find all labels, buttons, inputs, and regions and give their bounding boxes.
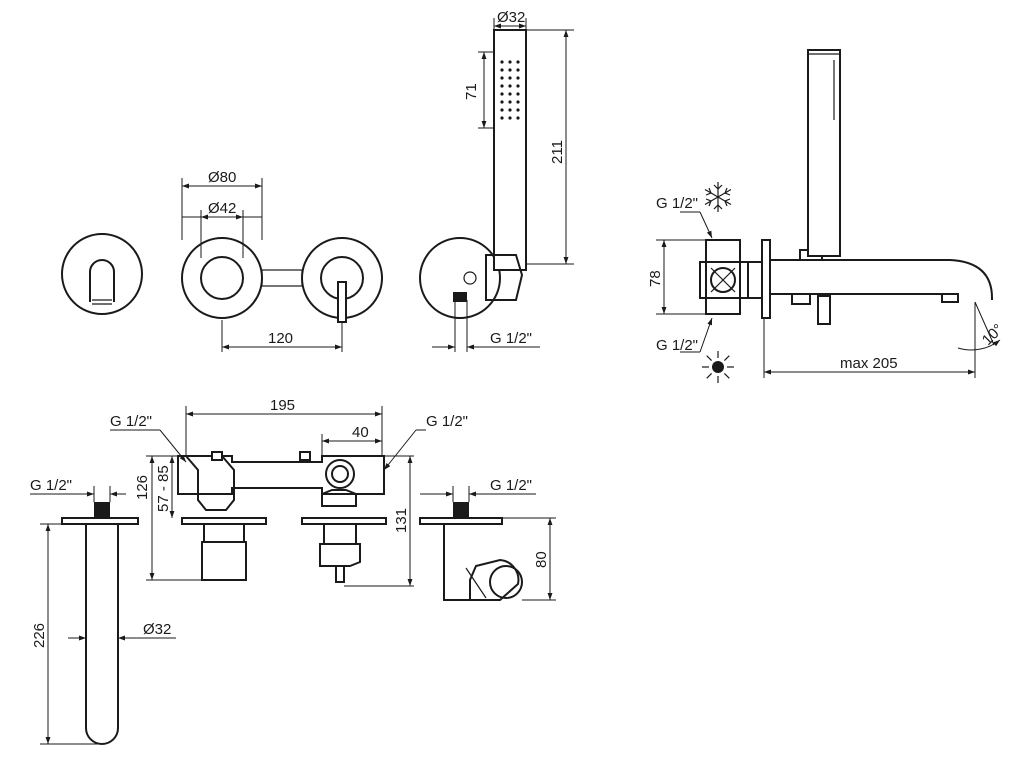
side-dimensions [656, 211, 1001, 378]
dim-thread-spout: G 1/2" [30, 477, 72, 494]
dim-side-height: 78 [647, 270, 664, 287]
dim-side-thread-top: G 1/2" [656, 195, 698, 212]
snowflake-icon [704, 182, 732, 212]
dim-depth-total: 126 [134, 475, 151, 500]
dim-rosette-outer: Ø80 [208, 169, 236, 186]
dim-spout-length: 226 [31, 623, 48, 648]
dim-side-thread-bottom: G 1/2" [656, 337, 698, 354]
concealed-body [699, 239, 771, 319]
diverter-rosette [301, 237, 383, 323]
spout-side [770, 249, 993, 325]
holder-plan [419, 502, 523, 601]
holder-rosette [419, 29, 527, 319]
dim-spout-angle: 10° [979, 321, 1007, 349]
dim-handshower-dia: Ø32 [497, 9, 525, 26]
dim-spout-reach: max 205 [840, 355, 898, 372]
dim-thread-body-left: G 1/2" [110, 413, 152, 430]
dim-front-thread: G 1/2" [490, 330, 532, 347]
handshower-nozzles [500, 60, 520, 120]
dim-handshower-length: 211 [549, 140, 566, 164]
dim-body-width: 195 [270, 397, 295, 414]
sun-icon [702, 351, 734, 383]
dim-spout-dia: Ø32 [143, 621, 171, 638]
plan-dimensions [30, 406, 556, 745]
dim-thread-holder: G 1/2" [490, 477, 532, 494]
dim-rosette-inner: Ø42 [208, 200, 236, 217]
side-view: G 1/2" G 1/2" 78 max 205 10° [647, 49, 1007, 383]
dim-handshower-head: 71 [463, 83, 480, 100]
mixer-rosette [181, 237, 303, 319]
front-dimensions [181, 18, 574, 352]
dim-body-offset: 40 [352, 424, 369, 441]
dim-handle-spacing: 120 [268, 330, 293, 347]
dim-thread-body-right: G 1/2" [426, 413, 468, 430]
front-view: Ø80 Ø42 120 Ø32 71 211 G 1/2" [61, 9, 574, 352]
handshower-side [807, 49, 841, 257]
spout-plan [61, 502, 139, 745]
spout-rosette [61, 233, 143, 315]
plan-view: 195 40 G 1/2" G 1/2" 126 57 - 85 131 G 1… [30, 397, 556, 745]
dim-depth-range: 57 - 85 [155, 465, 172, 512]
dim-depth-mixer: 131 [393, 508, 410, 533]
mixer-body-plan [177, 451, 387, 583]
dim-holder-height: 80 [533, 551, 550, 568]
